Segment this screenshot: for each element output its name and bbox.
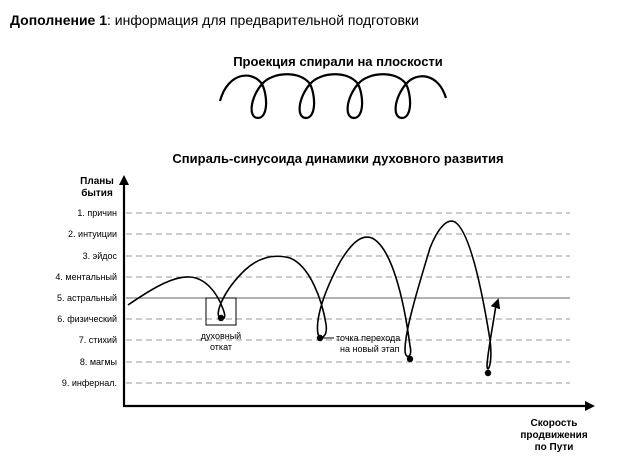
level-label-1: 1. причин [77,208,117,218]
transition-dot-2 [406,355,414,363]
x-axis-label-line-3: по Пути [535,442,574,453]
level-label-7: 7. стихий [79,335,117,345]
level-label-2: 2. интуиции [68,229,117,239]
projection-title: Проекция спирали на плоскости [233,54,443,69]
y-axis-label-line-1: Планы [80,176,114,187]
level-label-4: 4. ментальный [55,272,117,282]
page-header: Дополнение 1: информация для предварител… [10,12,419,28]
transition-label-line-2: на новый этап [340,344,400,354]
rollback-box [205,297,237,326]
level-label-6: 6. физический [57,314,117,324]
transition-dot-3 [484,369,492,377]
x-axis-label-line-1: Скорость [531,418,578,429]
x-axis-label-line-2: продвижения [520,430,587,441]
rollback-label-line-1: духовный [201,331,241,341]
diagram-title: Спираль-синусоида динамики духовного раз… [172,151,503,166]
level-label-8: 8. магмы [80,357,117,367]
level-label-9: 9. инфернал. [62,378,117,388]
transition-dot-1 [316,334,324,342]
projection-spiral [218,73,448,120]
spiral-sinusoid-curve [127,220,497,370]
curve-arrow [490,298,501,310]
rollback-label-line-2: откат [210,342,232,352]
header-title-rest: : информация для предварительной подгото… [107,12,419,28]
transition-label-line-1: точка перехода [336,333,400,343]
level-label-3: 3. эйдос [83,251,118,261]
level-label-5: 5. астральный [57,293,117,303]
header-title-bold: Дополнение 1 [10,12,108,28]
y-axis-label-line-2: бытия [81,187,113,199]
rollback-dot [217,314,225,322]
